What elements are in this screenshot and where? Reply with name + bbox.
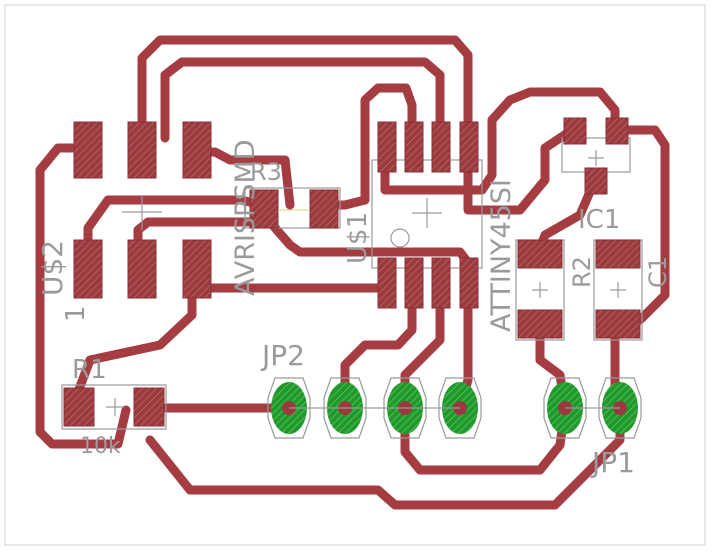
label-c1: C1 [644, 256, 672, 288]
trace-left-loop [35, 143, 131, 449]
u2-pad-3 [182, 121, 212, 179]
label-jp2: JP2 [260, 339, 305, 372]
r1-pad-left [63, 387, 95, 427]
trace-u2-mid [83, 195, 270, 273]
c1-pad-top [595, 239, 641, 269]
jp1-header [543, 377, 642, 439]
r3-pad-left [249, 189, 279, 229]
u1-pin-8 [377, 121, 397, 173]
avrisp-connector [73, 121, 212, 299]
label-jp1: JP1 [590, 446, 635, 479]
r1-body [61, 384, 167, 430]
u2-pad-4 [73, 239, 103, 299]
label-r1: R1 [72, 355, 107, 385]
trace-top-inner [160, 57, 445, 160]
trace-u2-right [187, 263, 390, 293]
r3-body [244, 187, 341, 229]
trace-top-outer [137, 35, 473, 160]
ic1-pad-1 [563, 117, 587, 145]
trace-u1-top [380, 87, 620, 195]
r1-pad-right [133, 387, 165, 427]
u2-pad-2 [127, 121, 157, 179]
c1-pad-bottom [595, 309, 641, 339]
r2-pad-bottom [517, 309, 563, 339]
trace-r3-right [310, 83, 417, 210]
u1-body [371, 159, 483, 269]
trace-u1-right [463, 123, 580, 215]
r2-pad-top [517, 239, 563, 269]
u2-pad-6 [182, 239, 212, 299]
u1-pin-2 [404, 257, 424, 309]
r1-resistor [61, 384, 167, 430]
label-pin1: 1 [61, 305, 91, 322]
ic1-pad-2 [584, 167, 608, 195]
u1-pin-7 [404, 121, 424, 173]
u2-pad-5 [127, 239, 157, 299]
board-outline [4, 4, 706, 546]
trace-bottom-inner [400, 403, 570, 475]
label-avrisp: AVRISPSMD [230, 139, 261, 296]
u1-pin-4 [459, 257, 479, 309]
trace-r1-up [73, 285, 197, 397]
trace-u2-pad [133, 217, 475, 280]
trace-ic1-c1 [610, 125, 670, 335]
ic1-regulator [561, 117, 631, 195]
label-attiny: ATTINY45SI [486, 179, 517, 332]
label-u1: U$1 [343, 212, 373, 264]
label-r1-value: 10k [80, 434, 121, 459]
u1-pin-5 [459, 121, 479, 173]
label-r2: R2 [568, 256, 596, 288]
jp2-header [267, 377, 482, 439]
ic1-pad-3 [605, 117, 629, 145]
label-ic1: IC1 [578, 205, 620, 235]
label-r3: R3 [250, 158, 282, 186]
r3-pad-right [309, 189, 339, 229]
u2-pad-1 [73, 121, 103, 179]
u1-pin-1 [377, 257, 397, 309]
attiny-chip [371, 121, 483, 309]
c1-capacitor [593, 239, 643, 341]
trace-jp2-a [340, 285, 417, 413]
r2-resistor [515, 239, 565, 341]
label-u2: U$2 [36, 240, 69, 296]
trace-bottom-loop [145, 403, 625, 510]
r3-resistor [244, 187, 341, 229]
u1-pin1-mark [390, 228, 410, 248]
u1-pin-6 [431, 121, 451, 173]
u1-pin-3 [431, 257, 451, 309]
